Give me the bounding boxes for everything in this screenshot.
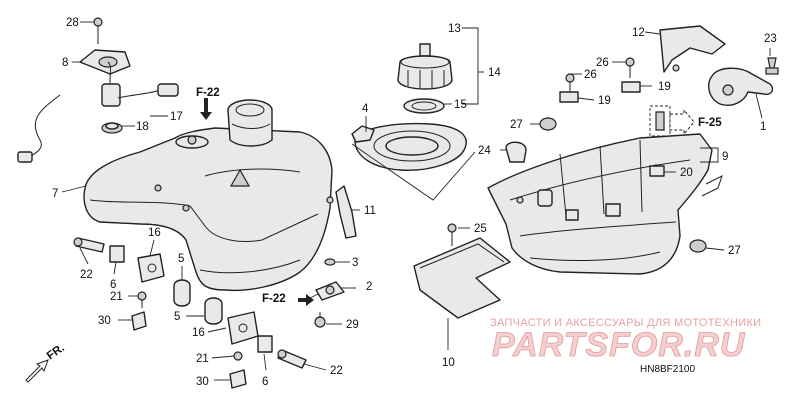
tank-bezel-part xyxy=(351,122,476,201)
callout-27b: 27 xyxy=(728,245,741,257)
callout-15: 15 xyxy=(454,99,467,111)
callout-7: 7 xyxy=(52,188,58,200)
reference-arrows xyxy=(25,98,695,383)
lower-left-hardware xyxy=(73,237,345,389)
watermark-brand: PARTSFOR.RU xyxy=(492,326,746,364)
watermark-tagline: ЗАПЧАСТИ И АКСЕССУАРЫ ДЛЯ МОТОТЕХНИКИ xyxy=(490,317,761,329)
callout-8: 8 xyxy=(62,57,68,69)
callout-26b: 26 xyxy=(596,57,609,69)
callout-24: 24 xyxy=(478,145,491,157)
callout-22a: 22 xyxy=(80,269,93,281)
callout-22b: 22 xyxy=(330,365,343,377)
callout-13: 13 xyxy=(448,23,461,35)
front-direction-label: FR. xyxy=(45,342,67,362)
mounting-bracket-part xyxy=(659,25,779,106)
bracket-part xyxy=(335,185,357,239)
callout-11: 11 xyxy=(364,205,376,217)
callout-29: 29 xyxy=(346,319,359,331)
callout-6b: 6 xyxy=(262,376,268,388)
callout-30a: 30 xyxy=(98,315,111,327)
ref-f22-top: F-22 xyxy=(196,87,220,99)
callout-21b: 21 xyxy=(196,353,209,365)
callout-4: 4 xyxy=(362,103,369,115)
callout-25: 25 xyxy=(474,223,487,235)
callout-23: 23 xyxy=(764,33,777,45)
fuel-pump-assembly xyxy=(17,17,179,163)
callout-28: 28 xyxy=(66,17,79,29)
callout-17: 17 xyxy=(170,111,183,123)
callout-20: 20 xyxy=(680,167,693,179)
callout-14: 14 xyxy=(488,67,501,79)
callout-6a: 6 xyxy=(110,279,116,291)
diagram-code: HN8BF2100 xyxy=(640,364,695,375)
callout-10: 10 xyxy=(442,357,455,369)
ref-f25: F-25 xyxy=(698,117,722,129)
callout-1: 1 xyxy=(760,121,766,133)
callout-5a: 5 xyxy=(178,253,184,265)
callout-27a: 27 xyxy=(510,119,523,131)
fuel-cap-part xyxy=(397,43,453,114)
leader-lines xyxy=(61,21,771,381)
callout-12: 12 xyxy=(632,27,645,39)
ref-f22-bottom: F-22 xyxy=(262,293,286,305)
lower-plate-part xyxy=(413,223,511,319)
callout-5b: 5 xyxy=(174,311,180,323)
callout-labels: 28 8 18 17 7 13 14 15 4 11 12 23 26 26 1… xyxy=(52,17,777,388)
callout-26a: 26 xyxy=(584,69,597,81)
callout-9: 9 xyxy=(722,151,728,163)
callout-19b: 19 xyxy=(598,95,611,107)
callout-18: 18 xyxy=(136,121,149,133)
callout-16b: 16 xyxy=(192,327,205,339)
callout-2: 2 xyxy=(366,281,372,293)
under-cover-part xyxy=(487,57,723,275)
callout-16a: 16 xyxy=(148,227,161,239)
fuel-tank-part xyxy=(83,99,334,292)
callout-19a: 19 xyxy=(658,81,671,93)
callout-30b: 30 xyxy=(196,376,209,388)
callout-21a: 21 xyxy=(110,291,123,303)
callout-3: 3 xyxy=(352,257,358,269)
